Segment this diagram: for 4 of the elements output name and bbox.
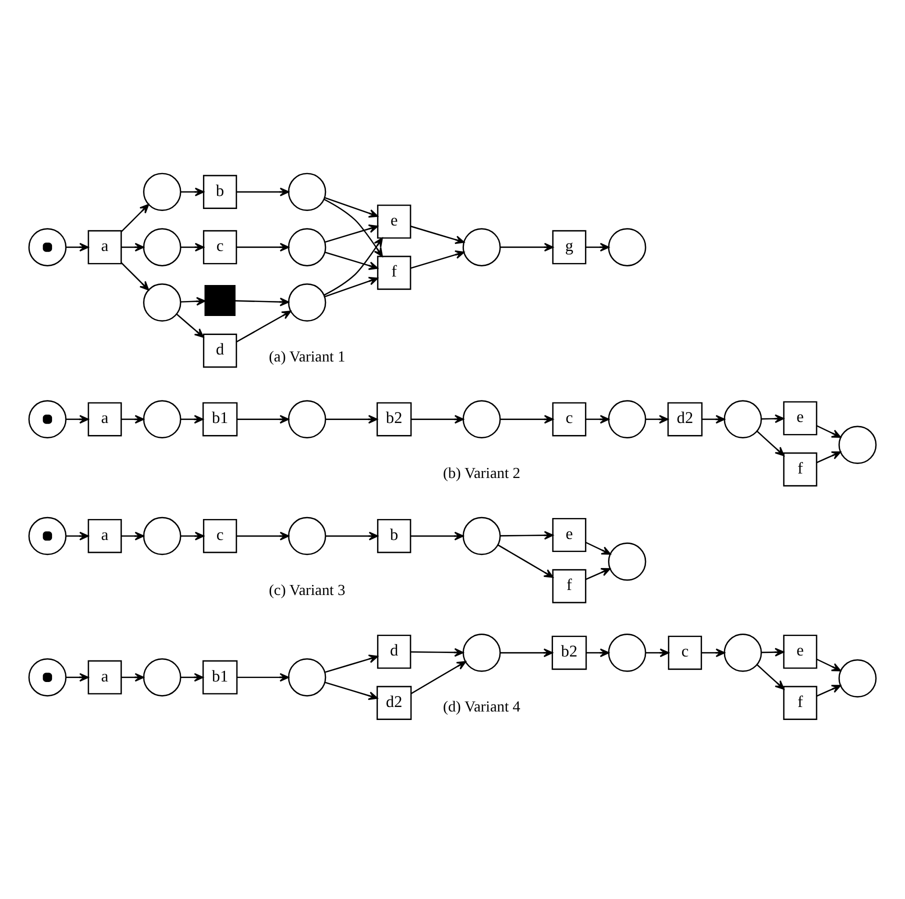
label: (a) Variant 1	[268, 348, 346, 365]
label: (b) Variant 2	[443, 464, 520, 482]
label: (d) Variant 4	[443, 698, 520, 716]
label: (c) Variant 3	[268, 581, 346, 598]
